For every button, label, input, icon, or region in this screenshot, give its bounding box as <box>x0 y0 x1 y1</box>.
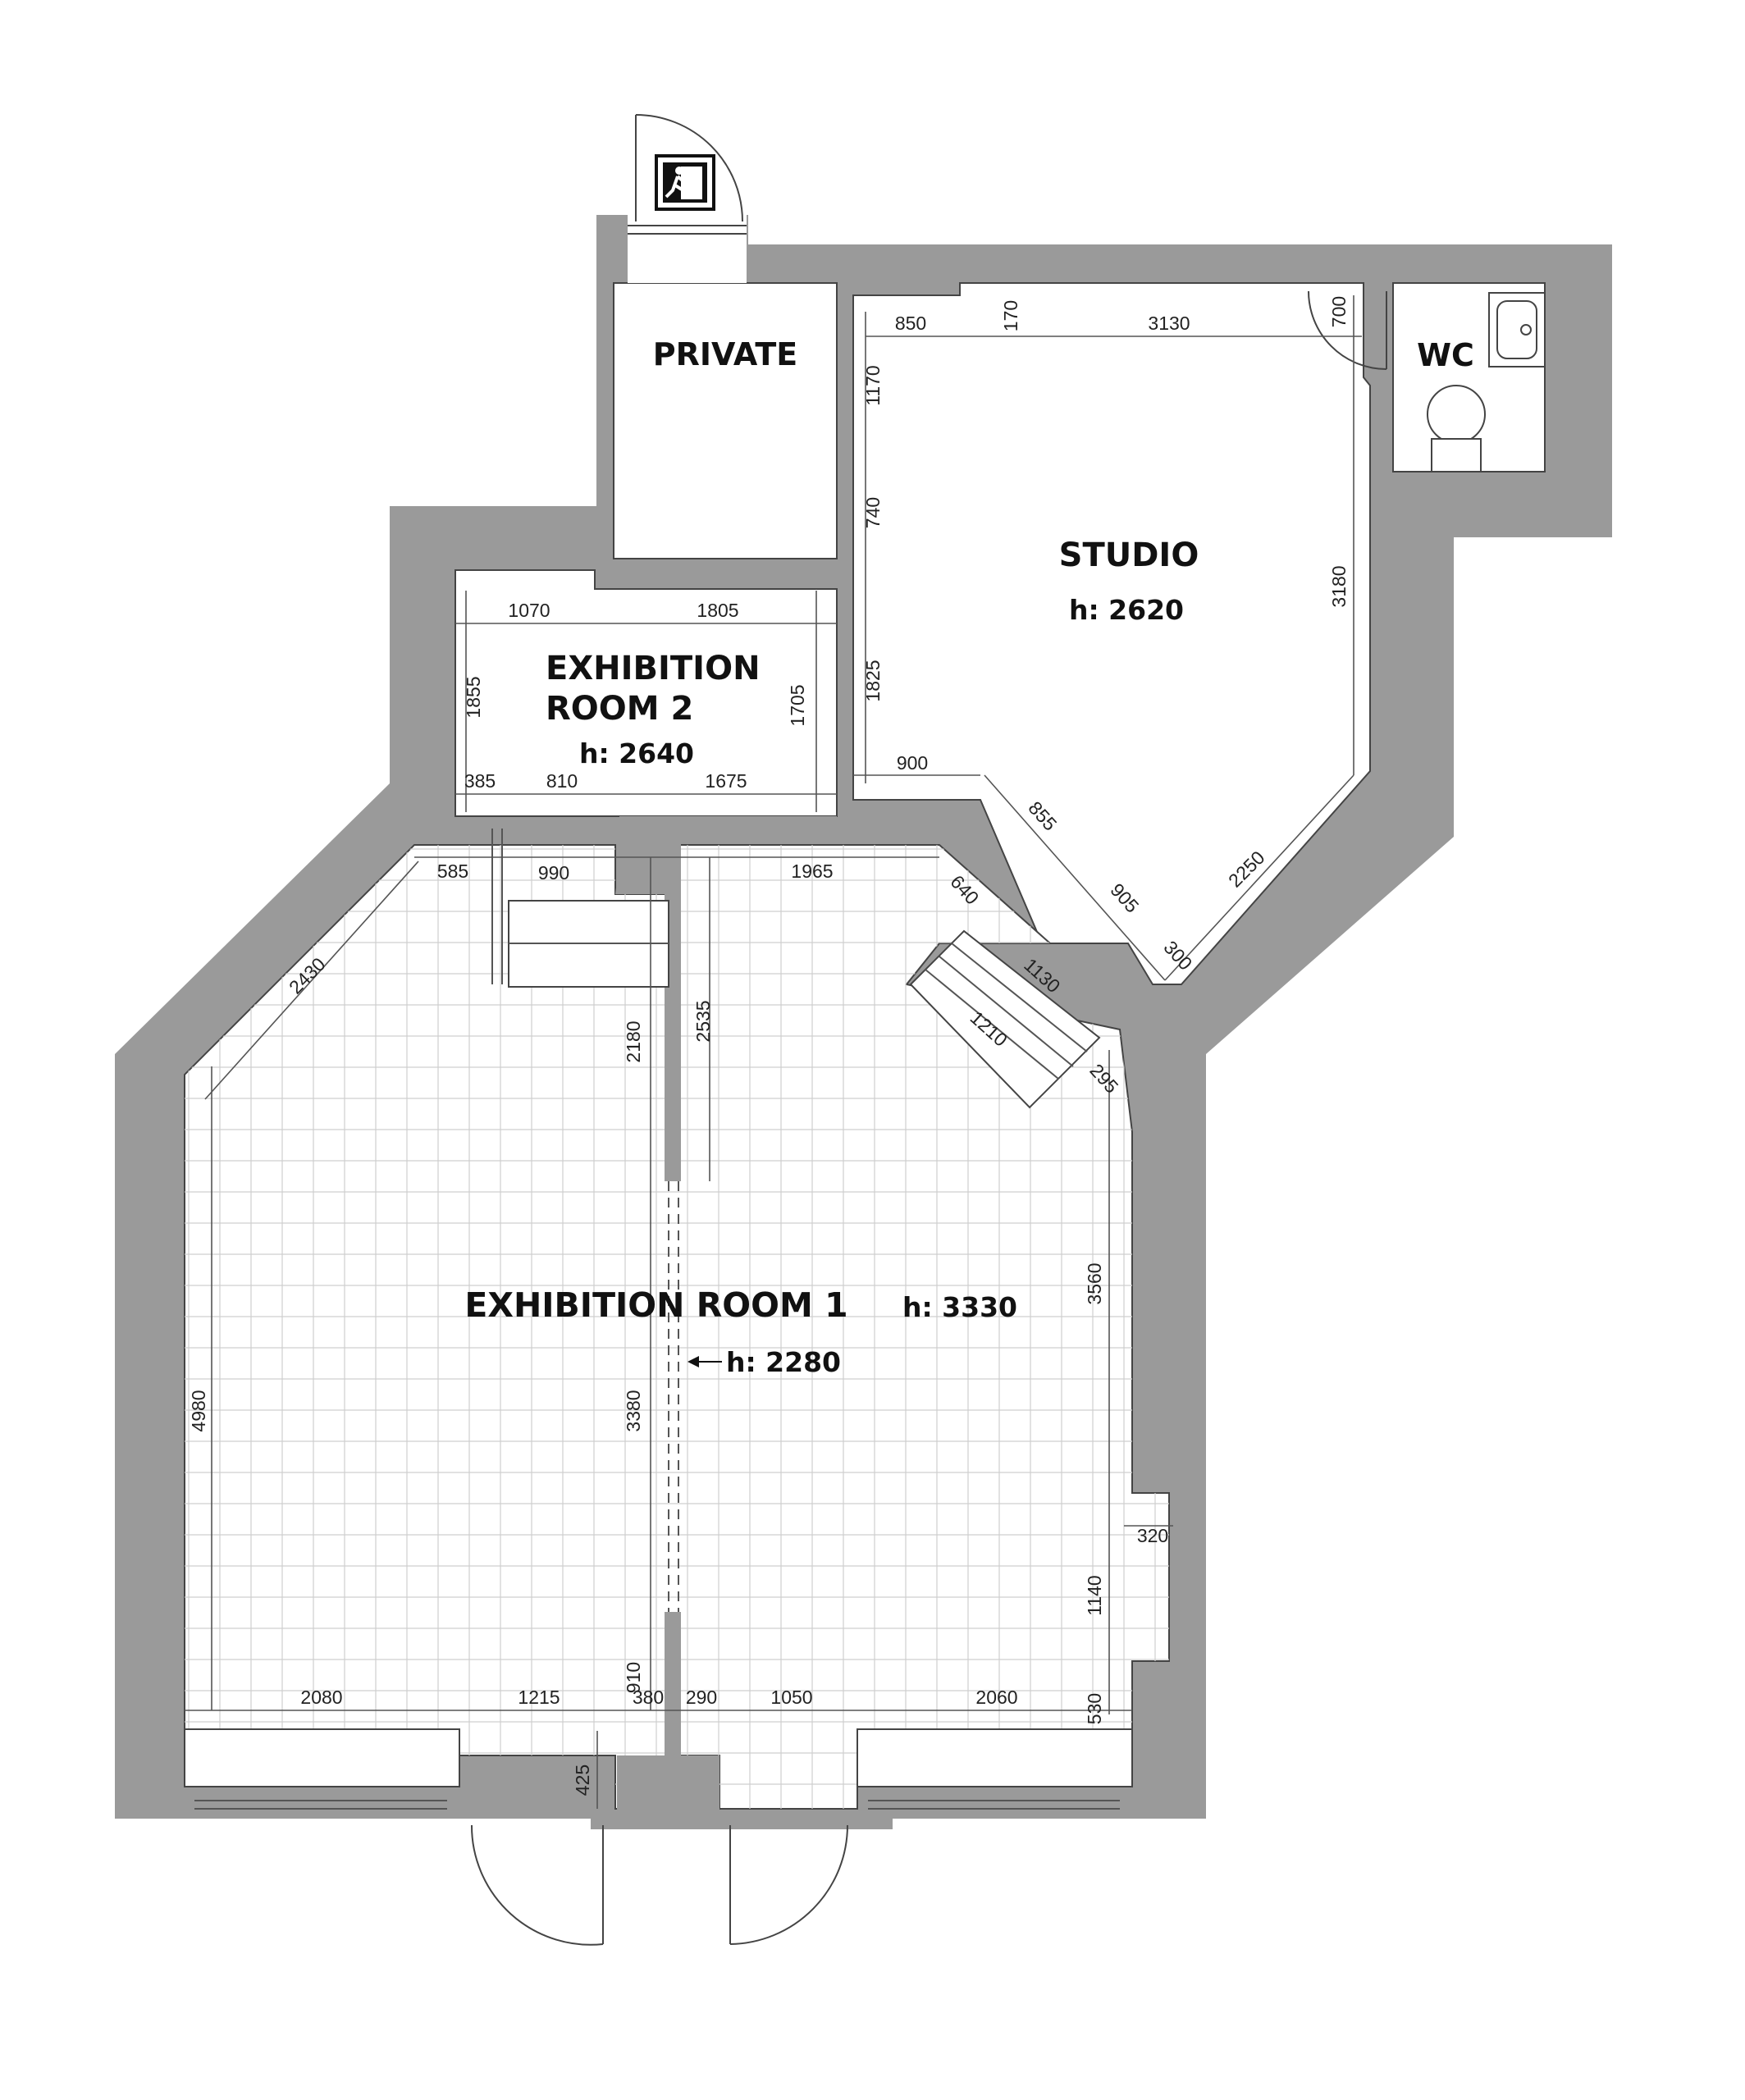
label-exhibition-2-line2: ROOM 2 <box>546 690 693 728</box>
stairs <box>909 929 1101 1109</box>
dim-1215: 1215 <box>518 1687 560 1708</box>
dim-425: 425 <box>572 1764 593 1796</box>
label-exhibition-1: EXHIBITION ROOM 1 <box>464 1285 847 1325</box>
dim-385: 385 <box>464 770 496 792</box>
dim-4980: 4980 <box>188 1390 209 1431</box>
dim-3560: 3560 <box>1084 1262 1105 1304</box>
toilet-icon <box>1427 385 1486 472</box>
dim-170: 170 <box>1000 300 1021 331</box>
room-studio <box>852 282 1371 985</box>
dim-900: 900 <box>897 752 928 774</box>
dim-2180: 2180 <box>623 1020 644 1062</box>
room-exhibition-2 <box>455 569 838 817</box>
partition-base <box>617 1755 719 1813</box>
door-swing-bottom-right <box>729 1824 848 1945</box>
label-exhibition-2-height: h: 2640 <box>579 737 694 769</box>
door-swing-wc <box>1308 290 1387 370</box>
dim-530: 530 <box>1084 1693 1105 1724</box>
dim-380: 380 <box>633 1687 664 1708</box>
dim-3180: 3180 <box>1328 565 1350 607</box>
room-private <box>613 282 838 559</box>
walls-overlay <box>184 816 1133 1813</box>
room-labels: PRIVATE WC STUDIO h: 2620 EXHIBITION ROO… <box>464 336 1474 1378</box>
window-left <box>184 1728 460 1787</box>
label-exhibition-2-line1: EXHIBITION <box>546 650 761 687</box>
label-studio-height: h: 2620 <box>1069 594 1184 626</box>
dim-910: 910 <box>623 1662 644 1693</box>
dim-1965: 1965 <box>791 861 833 882</box>
door-swing-top <box>635 114 743 222</box>
dim-1070: 1070 <box>508 600 550 621</box>
label-partition-height: h: 2280 <box>726 1346 841 1378</box>
dimension-lines <box>185 295 1362 1809</box>
dim-585: 585 <box>437 861 468 882</box>
dim-2060: 2060 <box>975 1687 1017 1708</box>
central-partition-lower <box>665 1612 681 1755</box>
central-partition <box>665 845 681 1181</box>
label-wc: WC <box>1417 337 1474 373</box>
dim-1825: 1825 <box>862 660 884 701</box>
emergency-exit-icon <box>655 154 715 211</box>
dim-1805: 1805 <box>697 600 738 621</box>
dim-1705: 1705 <box>787 684 808 726</box>
dim-2535: 2535 <box>692 1000 714 1042</box>
dim-290: 290 <box>686 1687 717 1708</box>
dim-3130: 3130 <box>1148 313 1190 334</box>
dim-320: 320 <box>1137 1525 1168 1546</box>
dim-990: 990 <box>538 862 569 883</box>
label-studio: STUDIO <box>1059 536 1199 574</box>
dim-1855: 1855 <box>463 676 484 718</box>
dim-1675: 1675 <box>705 770 747 792</box>
dim-1140: 1140 <box>1084 1575 1105 1615</box>
dim-850: 850 <box>895 313 926 334</box>
door-swing-bottom-left <box>470 1824 604 1946</box>
wall-stub <box>615 816 837 894</box>
sink-icon <box>1488 292 1546 368</box>
dim-740: 740 <box>862 497 884 528</box>
dim-3380: 3380 <box>623 1390 644 1431</box>
doors <box>470 114 1387 1946</box>
window-right <box>857 1728 1133 1787</box>
dim-2080: 2080 <box>300 1687 342 1708</box>
label-exhibition-1-height: h: 3330 <box>902 1291 1017 1323</box>
dim-1050: 1050 <box>770 1687 812 1708</box>
dim-1170: 1170 <box>862 365 884 405</box>
room-exhibition-1 <box>184 844 1170 1810</box>
dim-700: 700 <box>1328 296 1350 327</box>
rooms <box>184 282 1546 1810</box>
dim-810: 810 <box>546 770 578 792</box>
label-private: PRIVATE <box>653 336 797 372</box>
